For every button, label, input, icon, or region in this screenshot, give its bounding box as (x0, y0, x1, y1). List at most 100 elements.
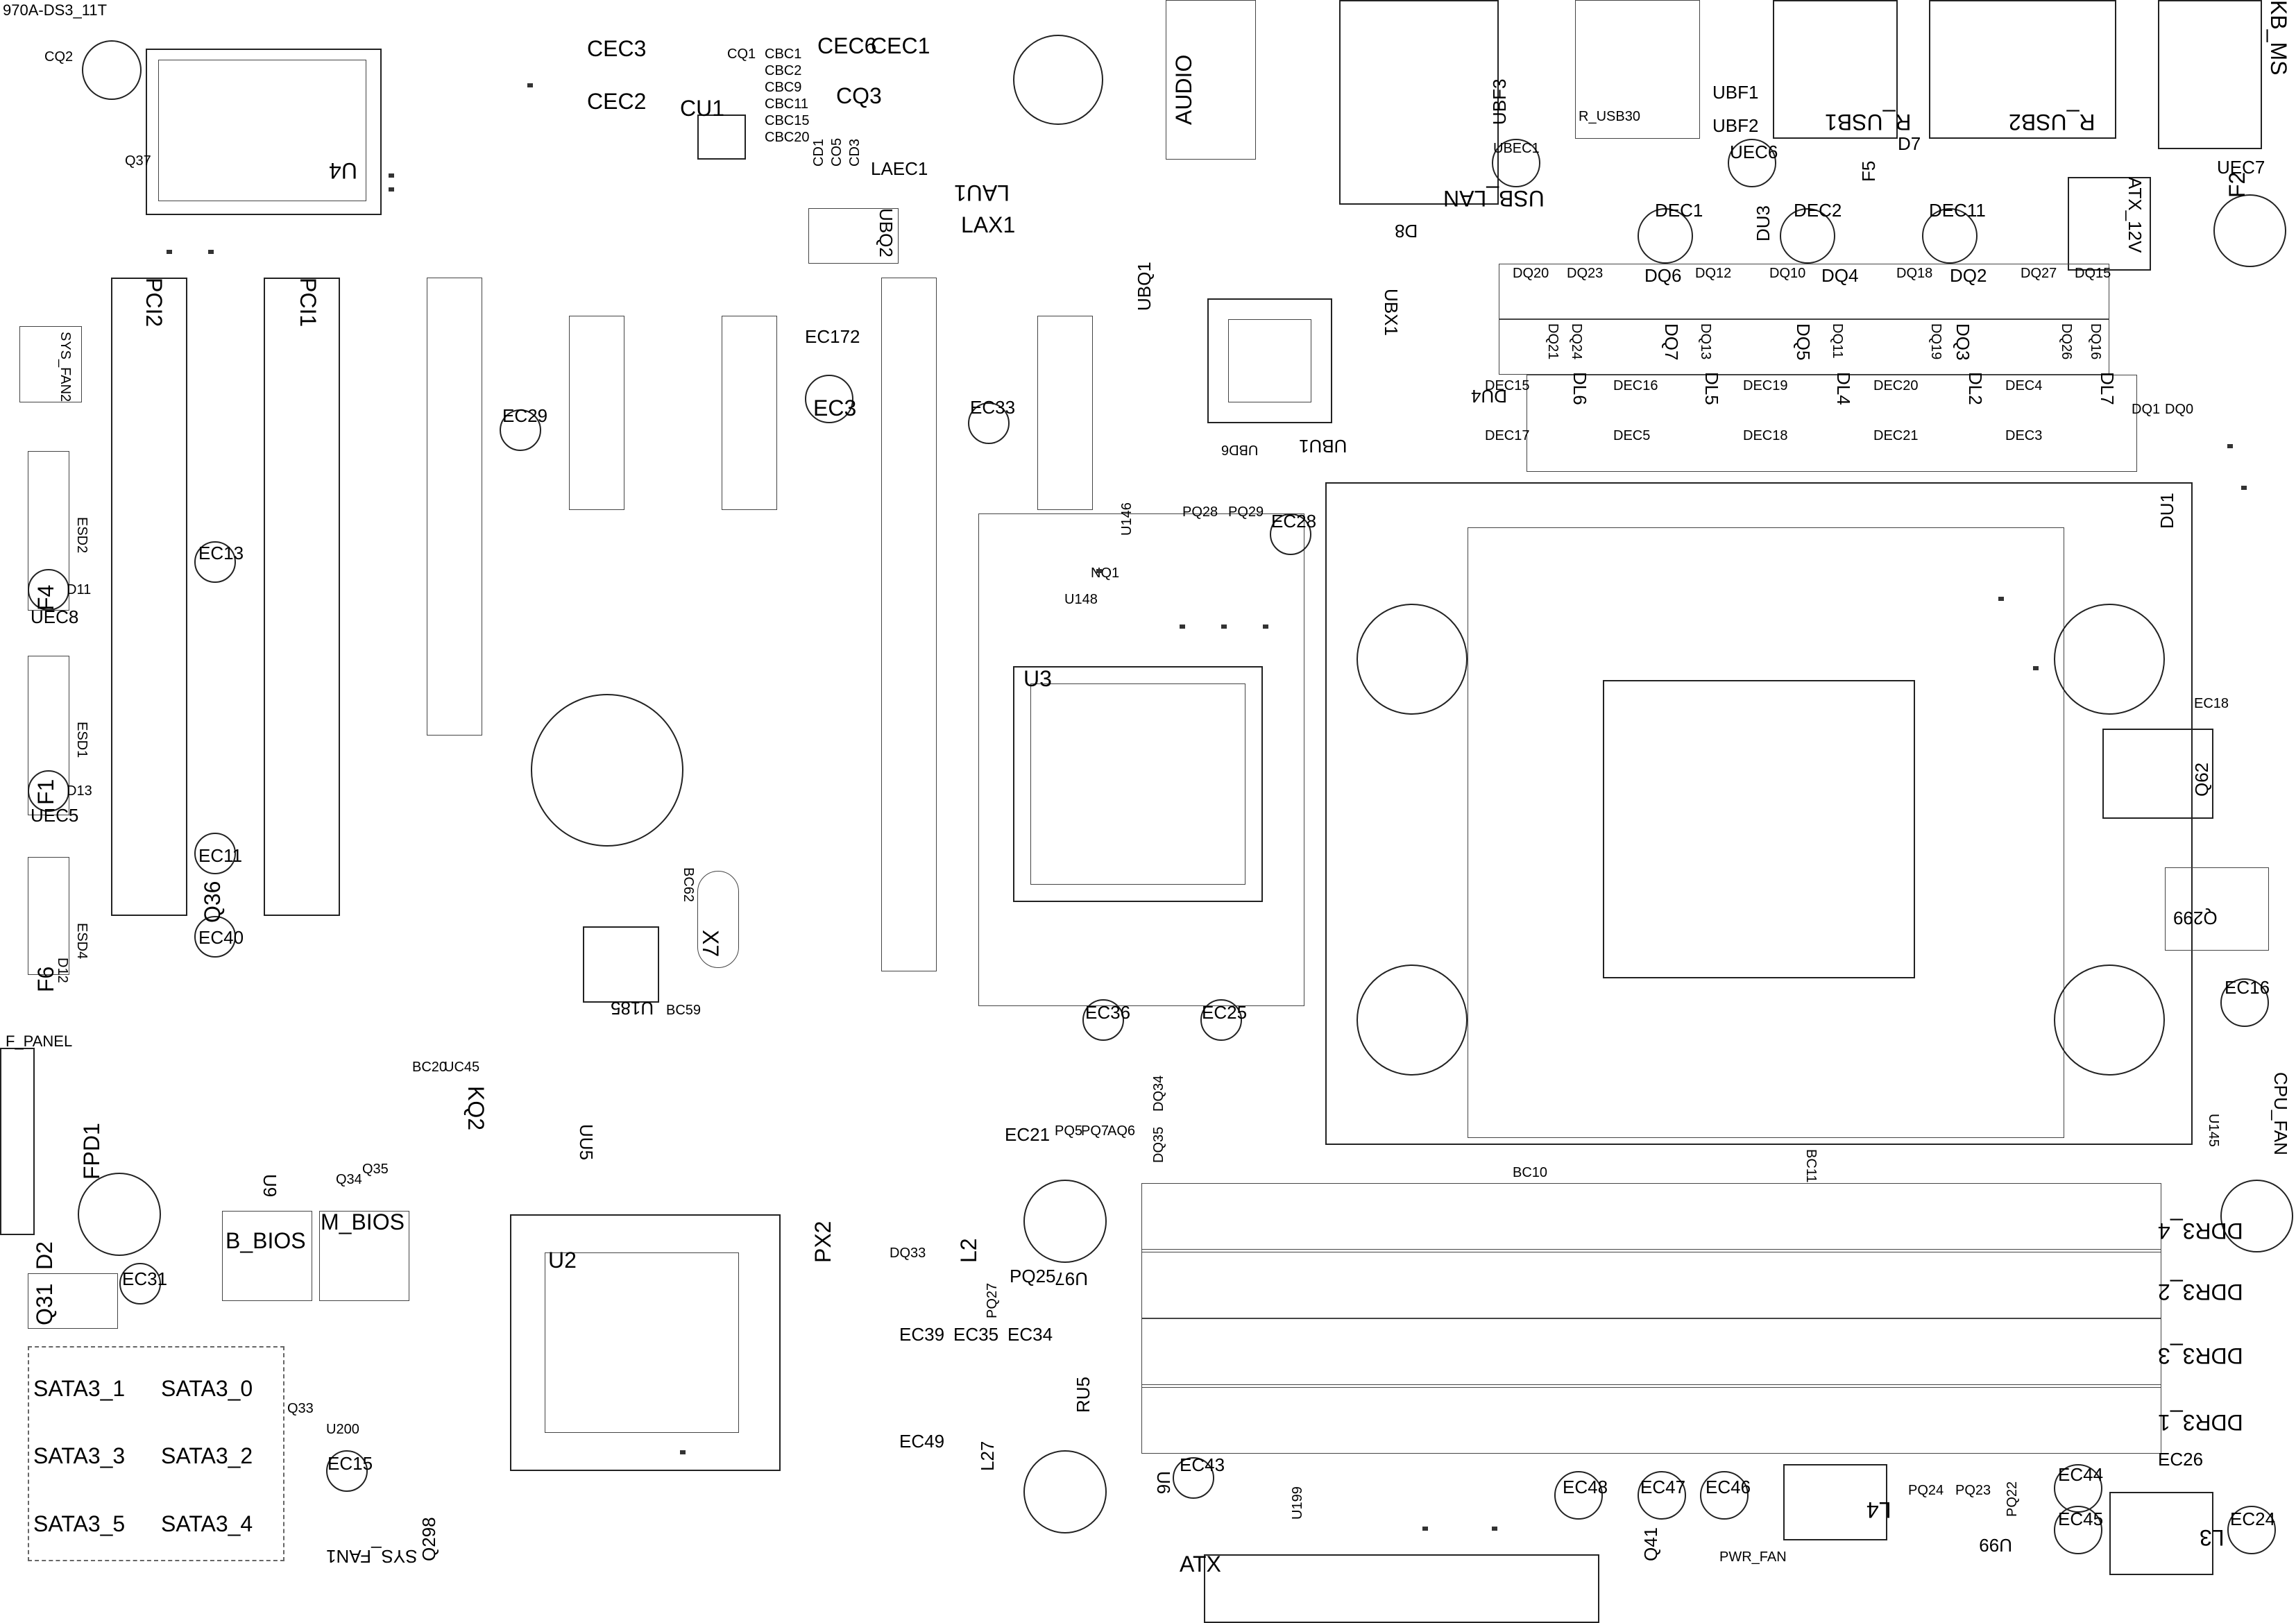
ec25-cap (1200, 999, 1242, 1041)
label-dq4: DQ4 (1821, 265, 1859, 286)
label-u199: U199 (1290, 1486, 1305, 1520)
ddr3-4-slot (1141, 1183, 2161, 1252)
label-u146: U146 (1119, 502, 1134, 536)
ec33-cap (968, 402, 1010, 444)
label-q33: Q33 (287, 1401, 314, 1416)
label-ec34: EC34 (1007, 1324, 1053, 1345)
label-esd1: ESD1 (74, 722, 90, 758)
label-u185: U185 (611, 998, 654, 1019)
ec46-cap (1700, 1471, 1749, 1520)
label-cbc20: CBC20 (765, 130, 810, 145)
label-cbc9: CBC9 (765, 80, 802, 95)
label-u2: U2 (548, 1248, 577, 1273)
label-q31: Q31 (32, 1283, 57, 1325)
label-q41: Q41 (1640, 1527, 1661, 1561)
label-cd1: CD1 (811, 138, 826, 167)
label-ec39: EC39 (899, 1324, 945, 1345)
label-ec36: EC36 (1085, 1002, 1131, 1023)
label-ubu1: UBU1 (1299, 436, 1347, 457)
label-dq7: DQ7 (1661, 323, 1682, 361)
label-dl4: DL4 (1833, 372, 1854, 405)
label-dec17: DEC17 (1485, 428, 1530, 443)
label-bc10: BC10 (1513, 1165, 1548, 1180)
label-nq1: NQ1 (1091, 566, 1120, 581)
label-m-bios: M_BIOS (321, 1209, 405, 1234)
label-uec8: UEC8 (31, 606, 79, 627)
label-bc11: BC11 (1803, 1149, 1819, 1183)
label-uec6: UEC6 (1730, 142, 1778, 162)
label-dq10: DQ10 (1769, 266, 1806, 281)
ubu1-inner (1228, 319, 1311, 402)
uec5-cap (28, 770, 69, 812)
label-dq15: DQ15 (2075, 266, 2111, 281)
label-ec18: EC18 (2194, 696, 2229, 711)
label-dq12: DQ12 (1695, 266, 1732, 281)
label-cec6: CEC6 (817, 33, 877, 58)
l27-inductor (1023, 1450, 1107, 1533)
smd-pad (1263, 624, 1268, 629)
label-dec3: DEC3 (2005, 428, 2043, 443)
label-dec4: DEC4 (2005, 378, 2043, 393)
u185-chip (583, 926, 659, 1003)
label-uec7: UEC7 (2217, 157, 2265, 178)
dq-row-2 (1499, 319, 2109, 375)
label-cq1: CQ1 (727, 46, 756, 62)
label-dq19: DQ19 (1928, 323, 1944, 360)
mount-hole-bl (1357, 965, 1468, 1076)
label-dq11: DQ11 (1830, 323, 1845, 359)
usb-header-2 (28, 656, 69, 815)
atx-connector (1204, 1554, 1599, 1623)
pci1-slot (264, 278, 340, 916)
label-dl6: DL6 (1570, 372, 1590, 405)
label-dq23: DQ23 (1567, 266, 1604, 281)
label-pq22: PQ22 (2005, 1481, 2020, 1517)
ddr3-4-cap (2220, 1180, 2293, 1252)
label-pq23: PQ23 (1955, 1483, 1991, 1498)
f-panel-connector (0, 1048, 35, 1235)
label-cec2: CEC2 (587, 89, 647, 114)
label-d8: D8 (1395, 221, 1418, 241)
label-lax1: LAX1 (961, 212, 1016, 237)
label-cbc2: CBC2 (765, 63, 802, 78)
label-pwr-fan: PWR_FAN (1719, 1549, 1787, 1565)
label-u148: U148 (1064, 592, 1098, 607)
label-uec5: UEC5 (31, 805, 79, 826)
ec40-cap (194, 916, 236, 958)
label-q298: Q298 (418, 1517, 439, 1561)
label-q37: Q37 (125, 153, 151, 169)
label-pq5: PQ5 (1055, 1123, 1083, 1139)
label-ec40: EC40 (198, 927, 244, 948)
fpd1-cap (78, 1173, 161, 1256)
label-ec46: EC46 (1706, 1477, 1751, 1497)
u3-inner (1030, 683, 1245, 885)
label-kb-ms: KB_MS (2266, 0, 2291, 76)
label-r-usb2: R_USB2 (2009, 110, 2095, 135)
r-usb30-port (1575, 0, 1700, 139)
label-pq7: PQ7 (1081, 1123, 1109, 1139)
label-cu1: CU1 (680, 96, 725, 121)
label-dec1: DEC1 (1655, 200, 1703, 221)
label-ec28: EC28 (1271, 511, 1317, 532)
ddr3-3-slot (1141, 1318, 2161, 1388)
pcie-x1c-slot (1037, 316, 1093, 510)
board-title: 970A-DS3_11T (3, 1, 108, 19)
label-ec47: EC47 (1640, 1477, 1686, 1497)
label-ru5: RU5 (1073, 1376, 1094, 1413)
q299-outline (2165, 867, 2269, 951)
sys-fan2-connector (19, 326, 82, 402)
label-dec19: DEC19 (1743, 378, 1788, 393)
label-f6: F6 (33, 966, 58, 992)
ubu1-chip (1207, 298, 1332, 423)
smd-pad (208, 250, 214, 254)
label-ubq1: UBQ1 (1134, 262, 1155, 311)
u4-outline (146, 49, 382, 215)
label-pci2: PCI2 (142, 278, 167, 328)
label-dq13: DQ13 (1698, 323, 1713, 360)
cpu-socket-frame (1325, 482, 2193, 1145)
label-cpu-fan: CPU_FAN (2270, 1072, 2291, 1155)
label-dq21: DQ21 (1545, 323, 1561, 360)
label-ec29: EC29 (502, 405, 548, 426)
label-dq33: DQ33 (890, 1246, 926, 1261)
ec36-cap (1082, 999, 1124, 1041)
